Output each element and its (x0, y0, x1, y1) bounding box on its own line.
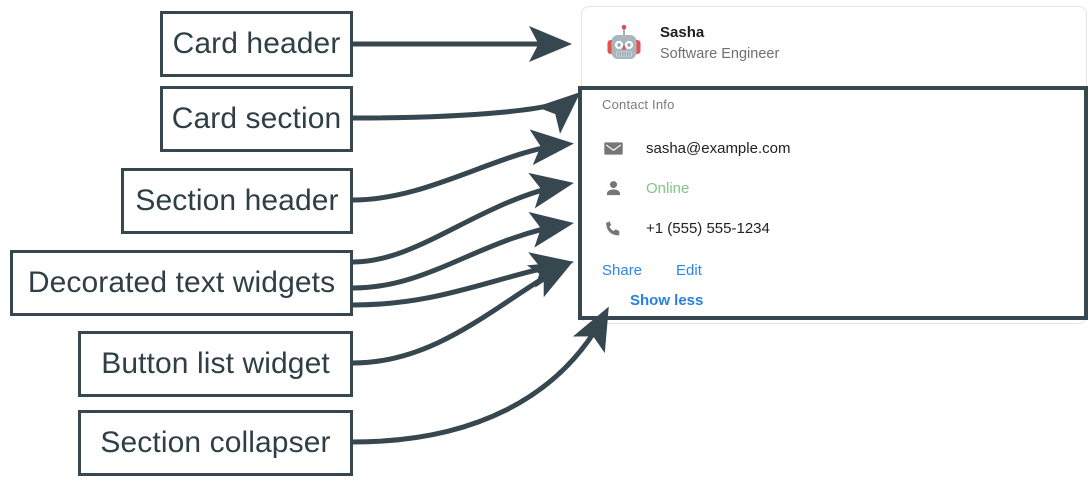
callout-label: Button list widget (101, 347, 330, 380)
person-icon (602, 177, 624, 199)
callout-label: Card section (171, 102, 342, 135)
callout-card-header: Card header (160, 11, 353, 77)
callout-label: Section header (135, 184, 339, 217)
card-header: Sasha Software Engineer (582, 7, 1086, 81)
callout-decorated-text-widgets: Decorated text widgets (10, 250, 353, 316)
decorated-text-value: sasha@example.com (646, 139, 791, 157)
robot-avatar-icon (602, 22, 646, 66)
arrow-section-collapser (352, 306, 609, 445)
decorated-text-widget-phone: +1 (555) 555-1234 (602, 208, 1086, 248)
arrow-text-widget-2 (352, 212, 574, 291)
card-section: Contact Info sasha@example.com Online (582, 81, 1086, 316)
share-button[interactable]: Share (602, 261, 643, 279)
callout-section-header: Section header (121, 168, 353, 234)
profile-card: Sasha Software Engineer Contact Info sas… (581, 6, 1087, 324)
phone-icon (602, 217, 624, 239)
callout-card-section: Card section (160, 86, 353, 152)
decorated-text-value: Online (646, 179, 690, 197)
email-icon (602, 137, 624, 159)
callout-label: Section collapser (100, 426, 331, 459)
decorated-text-widget-status: Online (602, 168, 1086, 208)
show-less-button[interactable]: Show less (630, 292, 704, 309)
arrow-text-widget-3 (352, 252, 574, 308)
decorated-text-widget-email: sasha@example.com (602, 128, 1086, 168)
arrow-section-header (352, 129, 574, 203)
callout-label: Decorated text widgets (27, 266, 336, 299)
callout-button-list-widget: Button list widget (78, 331, 353, 397)
section-header: Contact Info (602, 97, 675, 112)
callout-section-collapser: Section collapser (78, 410, 353, 476)
decorated-text-value: +1 (555) 555-1234 (646, 219, 770, 237)
arrow-button-list (352, 261, 574, 366)
callout-label: Card header (172, 27, 341, 60)
card-header-subtitle: Software Engineer (660, 46, 780, 62)
card-header-identity: Sasha Software Engineer (660, 23, 779, 65)
edit-button[interactable]: Edit (676, 261, 702, 279)
section-collapser[interactable]: Show less (602, 292, 1086, 316)
button-list-widget: Share Edit (602, 258, 1086, 282)
arrow-text-widget-1 (352, 172, 574, 265)
card-header-title: Sasha (660, 24, 705, 41)
arrow-card-section (352, 92, 581, 134)
